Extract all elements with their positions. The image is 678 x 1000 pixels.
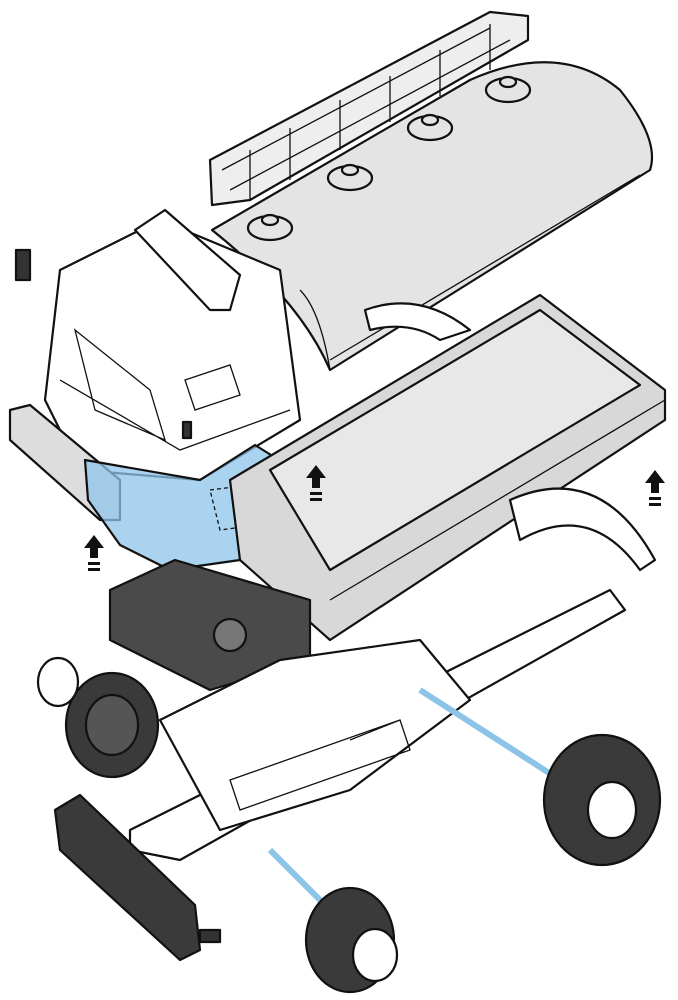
tank-shell — [210, 61, 654, 372]
arrow-up-icon — [645, 470, 665, 506]
tank-base — [228, 293, 667, 642]
mudguard — [363, 302, 472, 342]
wheel-front-left — [64, 671, 160, 779]
seat-tray — [108, 558, 312, 692]
hubcap-front-left — [36, 656, 80, 708]
roof-rack — [208, 10, 530, 207]
arrow-up-icon — [84, 535, 104, 571]
wheel-front-right — [304, 886, 399, 994]
wheel-rear-right — [542, 733, 662, 867]
mirror — [14, 248, 32, 282]
rear-axle — [418, 687, 562, 783]
cab — [14, 208, 302, 482]
tank-caps — [246, 75, 532, 242]
clip-part — [198, 928, 222, 944]
steering-wheel — [212, 617, 248, 653]
arrow-up-icon — [306, 465, 326, 501]
rear-fender — [508, 487, 657, 572]
wheels — [36, 656, 662, 994]
front-bumper — [53, 793, 202, 962]
